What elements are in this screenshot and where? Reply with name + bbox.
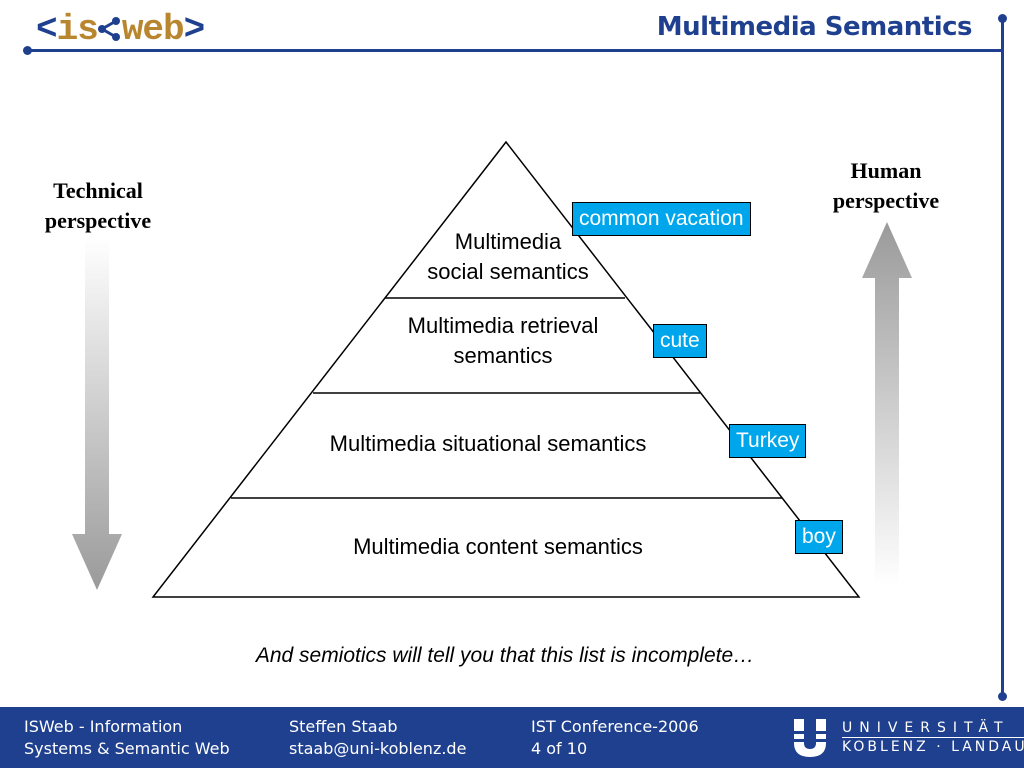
tag-boy: boy — [795, 520, 843, 554]
logo-open-bracket: < — [36, 9, 58, 50]
layer-content-semantics: Multimedia content semantics — [353, 534, 643, 559]
tag-cute: cute — [653, 324, 707, 358]
logo-web: web — [121, 9, 185, 50]
share-icon — [97, 9, 122, 50]
up-arrow-icon — [862, 222, 912, 586]
right-rule — [1001, 18, 1004, 698]
logo-is: is — [56, 9, 99, 50]
slide-caption: And semiotics will tell you that this li… — [255, 644, 755, 667]
rule-dot-bottom — [998, 692, 1007, 701]
down-arrow-icon — [72, 238, 122, 590]
university-logo-icon — [790, 719, 830, 757]
university-name: UNIVERSITÄT KOBLENZ · LANDAU — [842, 719, 1024, 756]
tag-common-vacation: common vacation — [572, 202, 751, 236]
layer-situational-semantics: Multimedia situational semantics — [329, 431, 647, 456]
rule-dot-top — [998, 14, 1007, 23]
logo-close-bracket: > — [183, 9, 206, 50]
rule-dot-left — [23, 46, 32, 55]
slide-title: Multimedia Semantics — [656, 12, 973, 42]
tag-turkey: Turkey — [729, 424, 807, 458]
header-rule — [28, 49, 1004, 52]
